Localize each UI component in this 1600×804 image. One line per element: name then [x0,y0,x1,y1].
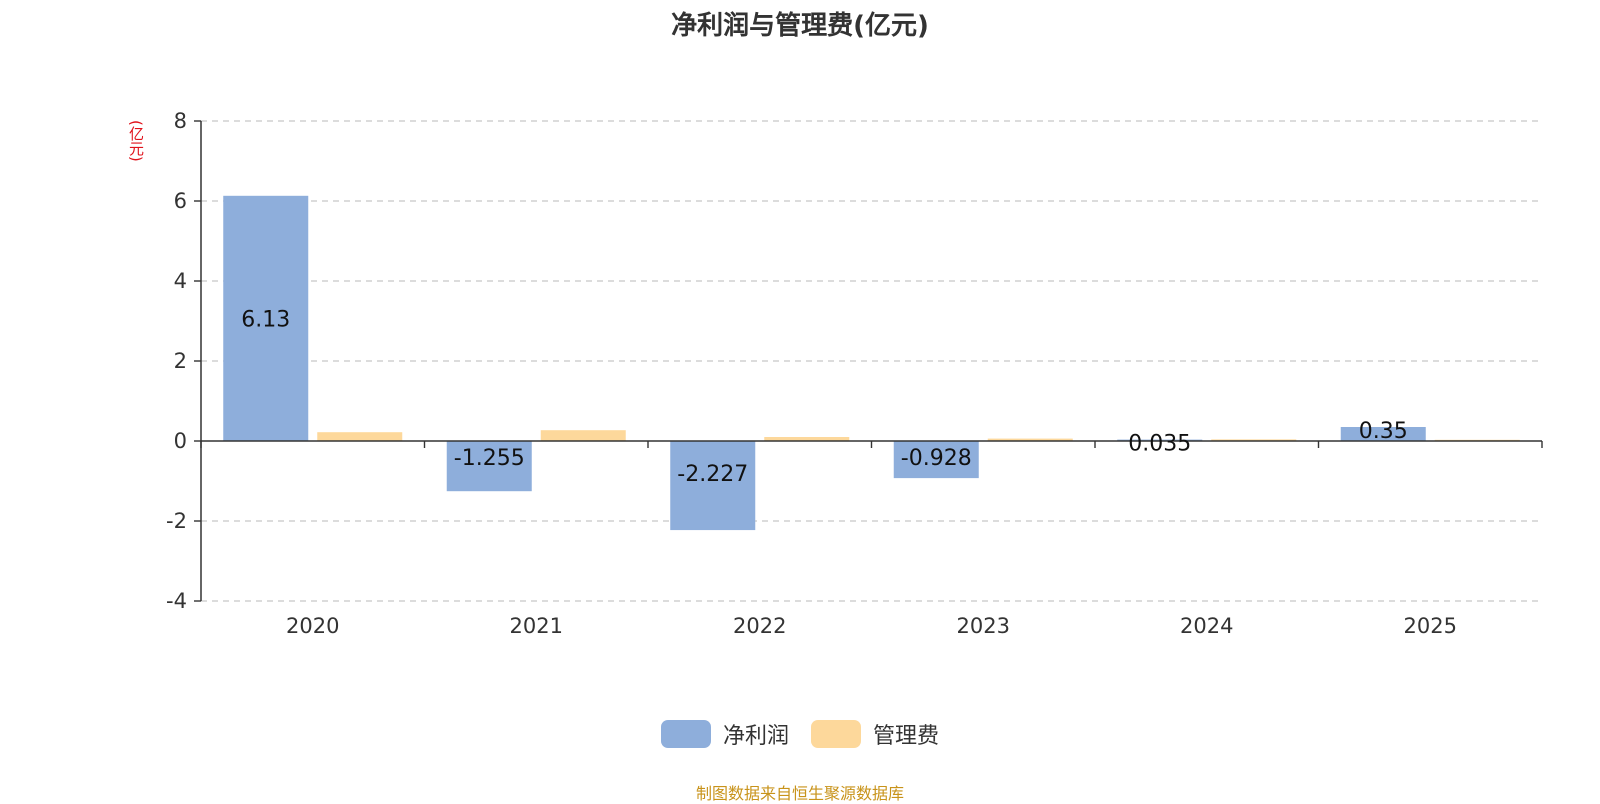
x-tick-label: 2020 [286,614,339,638]
bar-admin-expense [987,438,1073,441]
legend-label-net-profit: 净利润 [722,724,789,749]
legend-item-admin-expense[interactable]: 管理费 [811,718,939,750]
legend-swatch-net-profit [660,720,711,748]
y-tick-label: 6 [174,189,187,213]
y-tick-label: 4 [174,269,187,293]
bar-admin-expense [764,437,850,441]
legend: 净利润 管理费 [0,718,1600,750]
data-label: -2.227 [677,462,748,487]
bar-admin-expense [317,432,403,441]
bar-net-profit [446,441,532,492]
legend-swatch-admin-expense [811,720,861,748]
label-layer: 6.13 -1.255 -2.227 -0.928 0.035 0.35 [241,307,1407,487]
data-label: 6.13 [241,307,290,332]
bar-layer [223,195,1520,531]
x-tick-label: 2024 [1180,614,1233,638]
x-tick-label: 2021 [510,614,563,638]
x-tick-label: 2023 [957,614,1010,638]
y-tick-label: -4 [166,589,187,613]
bar-net-profit [223,195,309,441]
y-tick-label: 0 [174,429,187,453]
source-note: 制图数据来自恒生聚源数据库 [695,784,904,803]
y-tick-label: -2 [166,509,187,533]
bar-net-profit [670,441,756,531]
data-label: 0.35 [1359,419,1408,444]
chart-title: 净利润与管理费(亿元) [671,11,929,41]
x-tick-label: 2022 [733,614,786,638]
bar-admin-expense [1211,439,1297,441]
bar-net-profit [1340,427,1426,441]
bar-admin-expense [540,430,626,441]
data-label: 0.035 [1128,432,1191,457]
axis-layer: 8 6 4 2 0 -2 -4 2020 2021 2022 2023 2024 2025 [166,109,1543,638]
x-tick-label: 2025 [1404,614,1457,638]
legend-label-admin-expense: 管理费 [873,724,940,749]
data-label: -1.255 [454,446,525,471]
data-label: -0.928 [901,446,972,471]
y-tick-label: 8 [174,109,187,133]
y-axis-unit-label: (亿元) [127,120,145,162]
y-tick-label: 2 [174,349,187,373]
legend-item-net-profit[interactable]: 净利润 [660,718,789,750]
grid-layer [201,120,1542,602]
bar-net-profit [893,441,979,479]
